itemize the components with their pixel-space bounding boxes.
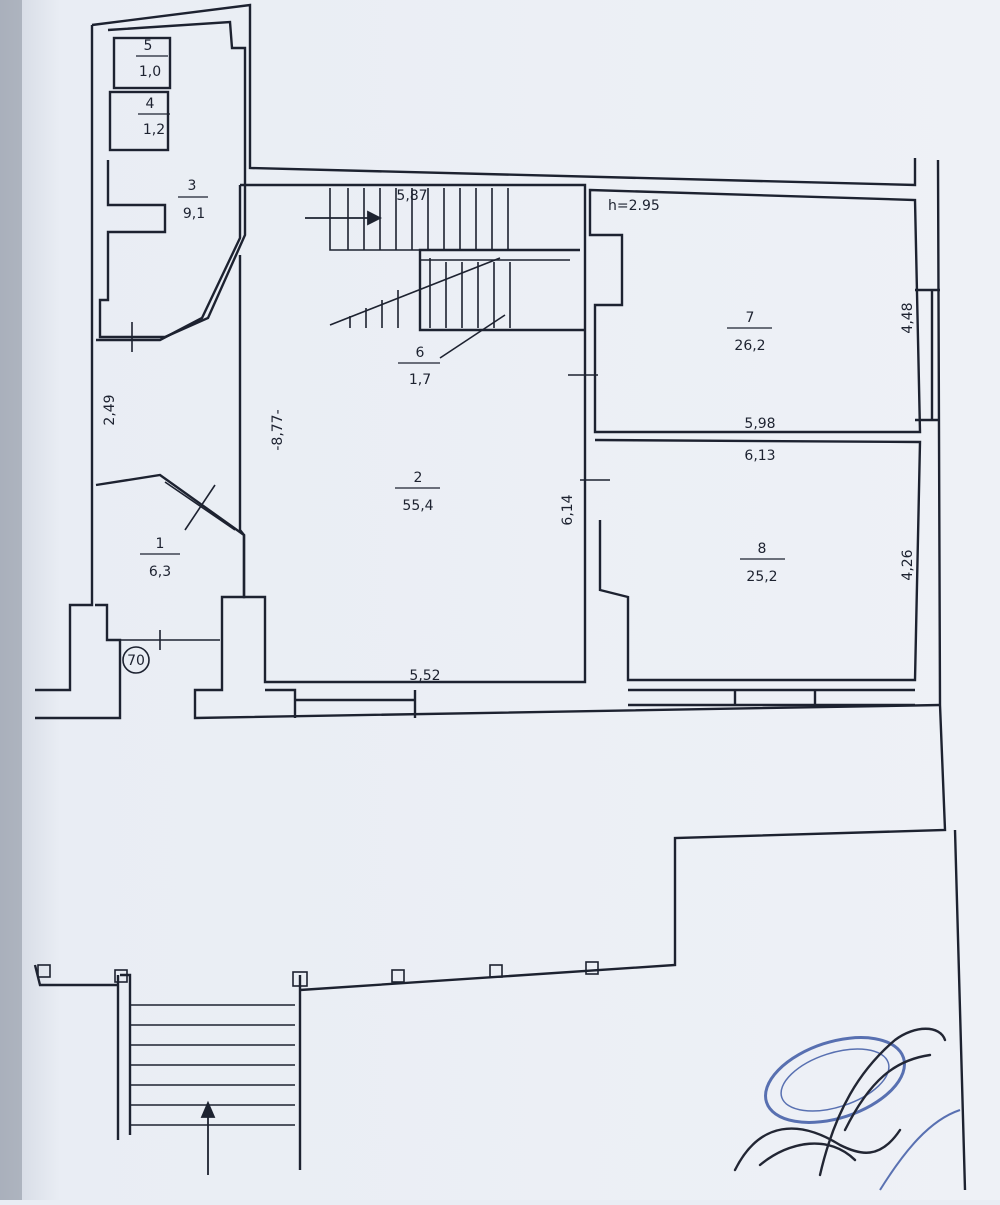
post-right-2 [489, 964, 503, 978]
arrow-up-icon [200, 1100, 216, 1175]
wall-thickness-marker: 70 [122, 646, 150, 674]
walls [33, 3, 967, 1191]
stair-flight-top [329, 188, 509, 251]
courtyard-posts [33, 964, 302, 1170]
room-8-area: 25,2 [746, 569, 777, 585]
east-windows [628, 688, 915, 707]
page-left-shadow [0, 0, 22, 1200]
stair-flight-lower [349, 258, 511, 328]
south-wall-inner [265, 688, 417, 718]
room-5-area: 1,0 [139, 64, 161, 80]
dim-room2-bottom: 5,52 [409, 668, 440, 684]
room-label-2: 2 55,4 [395, 470, 440, 514]
entrance-stair-treads [130, 1004, 295, 1126]
room-label-3: 3 9,1 [178, 178, 208, 222]
dim-room8-top: 6,13 [744, 448, 775, 464]
wall-marker-line [110, 630, 220, 650]
room-label-5: 5 1,0 [136, 38, 168, 80]
arrow-right-icon [305, 210, 383, 226]
door-room1-swing [164, 481, 236, 531]
room-2-walls [238, 183, 587, 684]
courtyard-wall [299, 704, 967, 1191]
room-3-partition [96, 185, 242, 342]
room-1-walls [95, 473, 941, 720]
west-outer-wall [91, 3, 917, 187]
dim-room1-height: 2,49 [102, 394, 118, 425]
room-3-area: 9,1 [183, 206, 205, 222]
room-8-walls [594, 438, 922, 682]
post-right-1 [391, 969, 405, 983]
room-labels: 5 1,0 4 1,2 3 9,1 6 1,7 2 55,4 1 6,3 [136, 38, 785, 585]
dim-room2-length: -8,77- [270, 409, 286, 450]
room-label-4: 4 1,2 [138, 96, 170, 138]
direction-arrows [200, 210, 383, 1175]
dim-stair-width: 5,87 [396, 188, 427, 204]
stair-diagonal [329, 257, 501, 326]
dim-room2-right: 6,14 [560, 494, 576, 525]
room-2-number: 2 [414, 470, 423, 486]
west-small-rooms [98, 20, 247, 339]
room-4-outline [108, 90, 170, 152]
east-outer-wall [915, 159, 942, 706]
dim-room7-bottom: 5,98 [744, 416, 775, 432]
room-6-number: 6 [416, 345, 425, 361]
room-4-area: 1,2 [143, 122, 165, 138]
dim-room7-right: 4,48 [900, 302, 916, 333]
room-6-leader [439, 314, 506, 359]
ceiling-height: h=2.95 [608, 198, 660, 214]
post-left-2 [114, 969, 128, 983]
room-1-number: 1 [156, 536, 165, 552]
room-7-walls [588, 188, 922, 434]
room-5-outline [112, 36, 172, 90]
post-mid [292, 971, 308, 987]
room-label-8: 8 25,2 [740, 541, 785, 585]
room-2-area: 55,4 [402, 498, 433, 514]
room-4-number: 4 [146, 96, 155, 112]
room-label-7: 7 26,2 [727, 310, 772, 354]
signature-mark [733, 1027, 947, 1177]
room-3-number: 3 [188, 178, 197, 194]
stair-treads-upper [329, 188, 570, 359]
room-5-number: 5 [144, 38, 153, 54]
room-label-1: 1 6,3 [140, 536, 180, 580]
room-6-area: 1,7 [409, 372, 431, 388]
room-label-6: 6 1,7 [398, 345, 440, 388]
post-left-1 [37, 964, 51, 978]
wall-marker-value: 70 [127, 653, 145, 669]
room-8-number: 8 [758, 541, 767, 557]
room-7-number: 7 [746, 310, 755, 326]
dim-room8-right: 4,26 [900, 549, 916, 580]
post-right-3 [585, 961, 599, 975]
room-7-area: 26,2 [734, 338, 765, 354]
room-1-area: 6,3 [149, 564, 171, 580]
door-marks [110, 322, 610, 650]
stair-treads-lower [37, 961, 599, 1126]
dimension-labels: 5,87 h=2.95 -8,77- 2,49 5,52 6,14 5,98 4… [102, 188, 916, 684]
